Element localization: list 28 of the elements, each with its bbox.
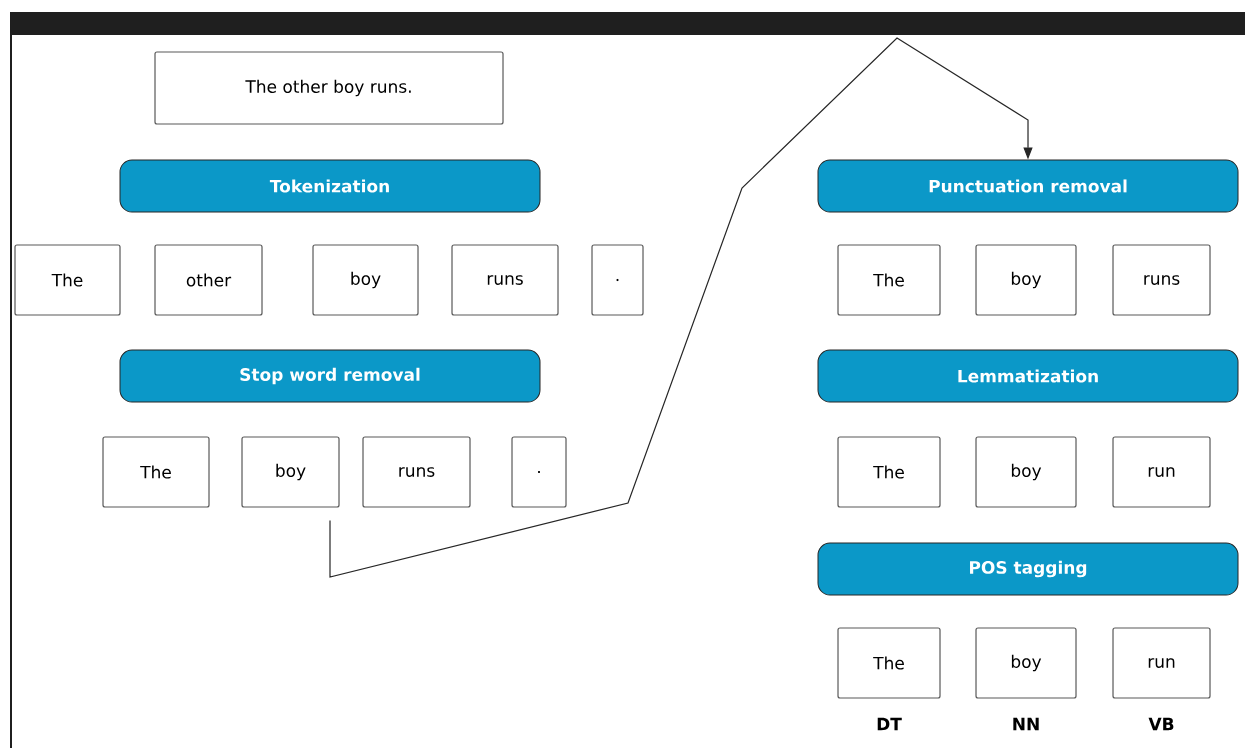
word-box: other [154,244,263,316]
word-box: run [1112,436,1211,508]
step-banner: Stop word removal [119,349,541,403]
tag-label: NN [1013,717,1039,731]
step-banner: Punctuation removal [817,159,1239,213]
word-box: boy [241,436,340,508]
word-box: The [14,244,121,316]
word-box: runs [1112,244,1211,316]
word-box: The [837,244,941,316]
word-box: run [1112,627,1211,699]
step-banner: Lemmatization [817,349,1239,403]
word-box: The [837,627,941,699]
word-box: boy [312,244,419,316]
word-box: . [511,436,567,508]
word-box: boy [975,244,1077,316]
arrow [329,37,1033,578]
word-box: boy [975,436,1077,508]
word-box: The [837,436,941,508]
tag-label: VB [1148,717,1174,731]
step-banner: Tokenization [119,159,541,213]
word-box: . [591,244,644,316]
word-box: runs [451,244,559,316]
word-box: boy [975,627,1077,699]
word-box: The [102,436,210,508]
word-box: The other boy runs. [154,51,504,125]
tag-label: DT [877,717,902,731]
step-banner: POS tagging [817,542,1239,596]
word-box: runs [362,436,471,508]
